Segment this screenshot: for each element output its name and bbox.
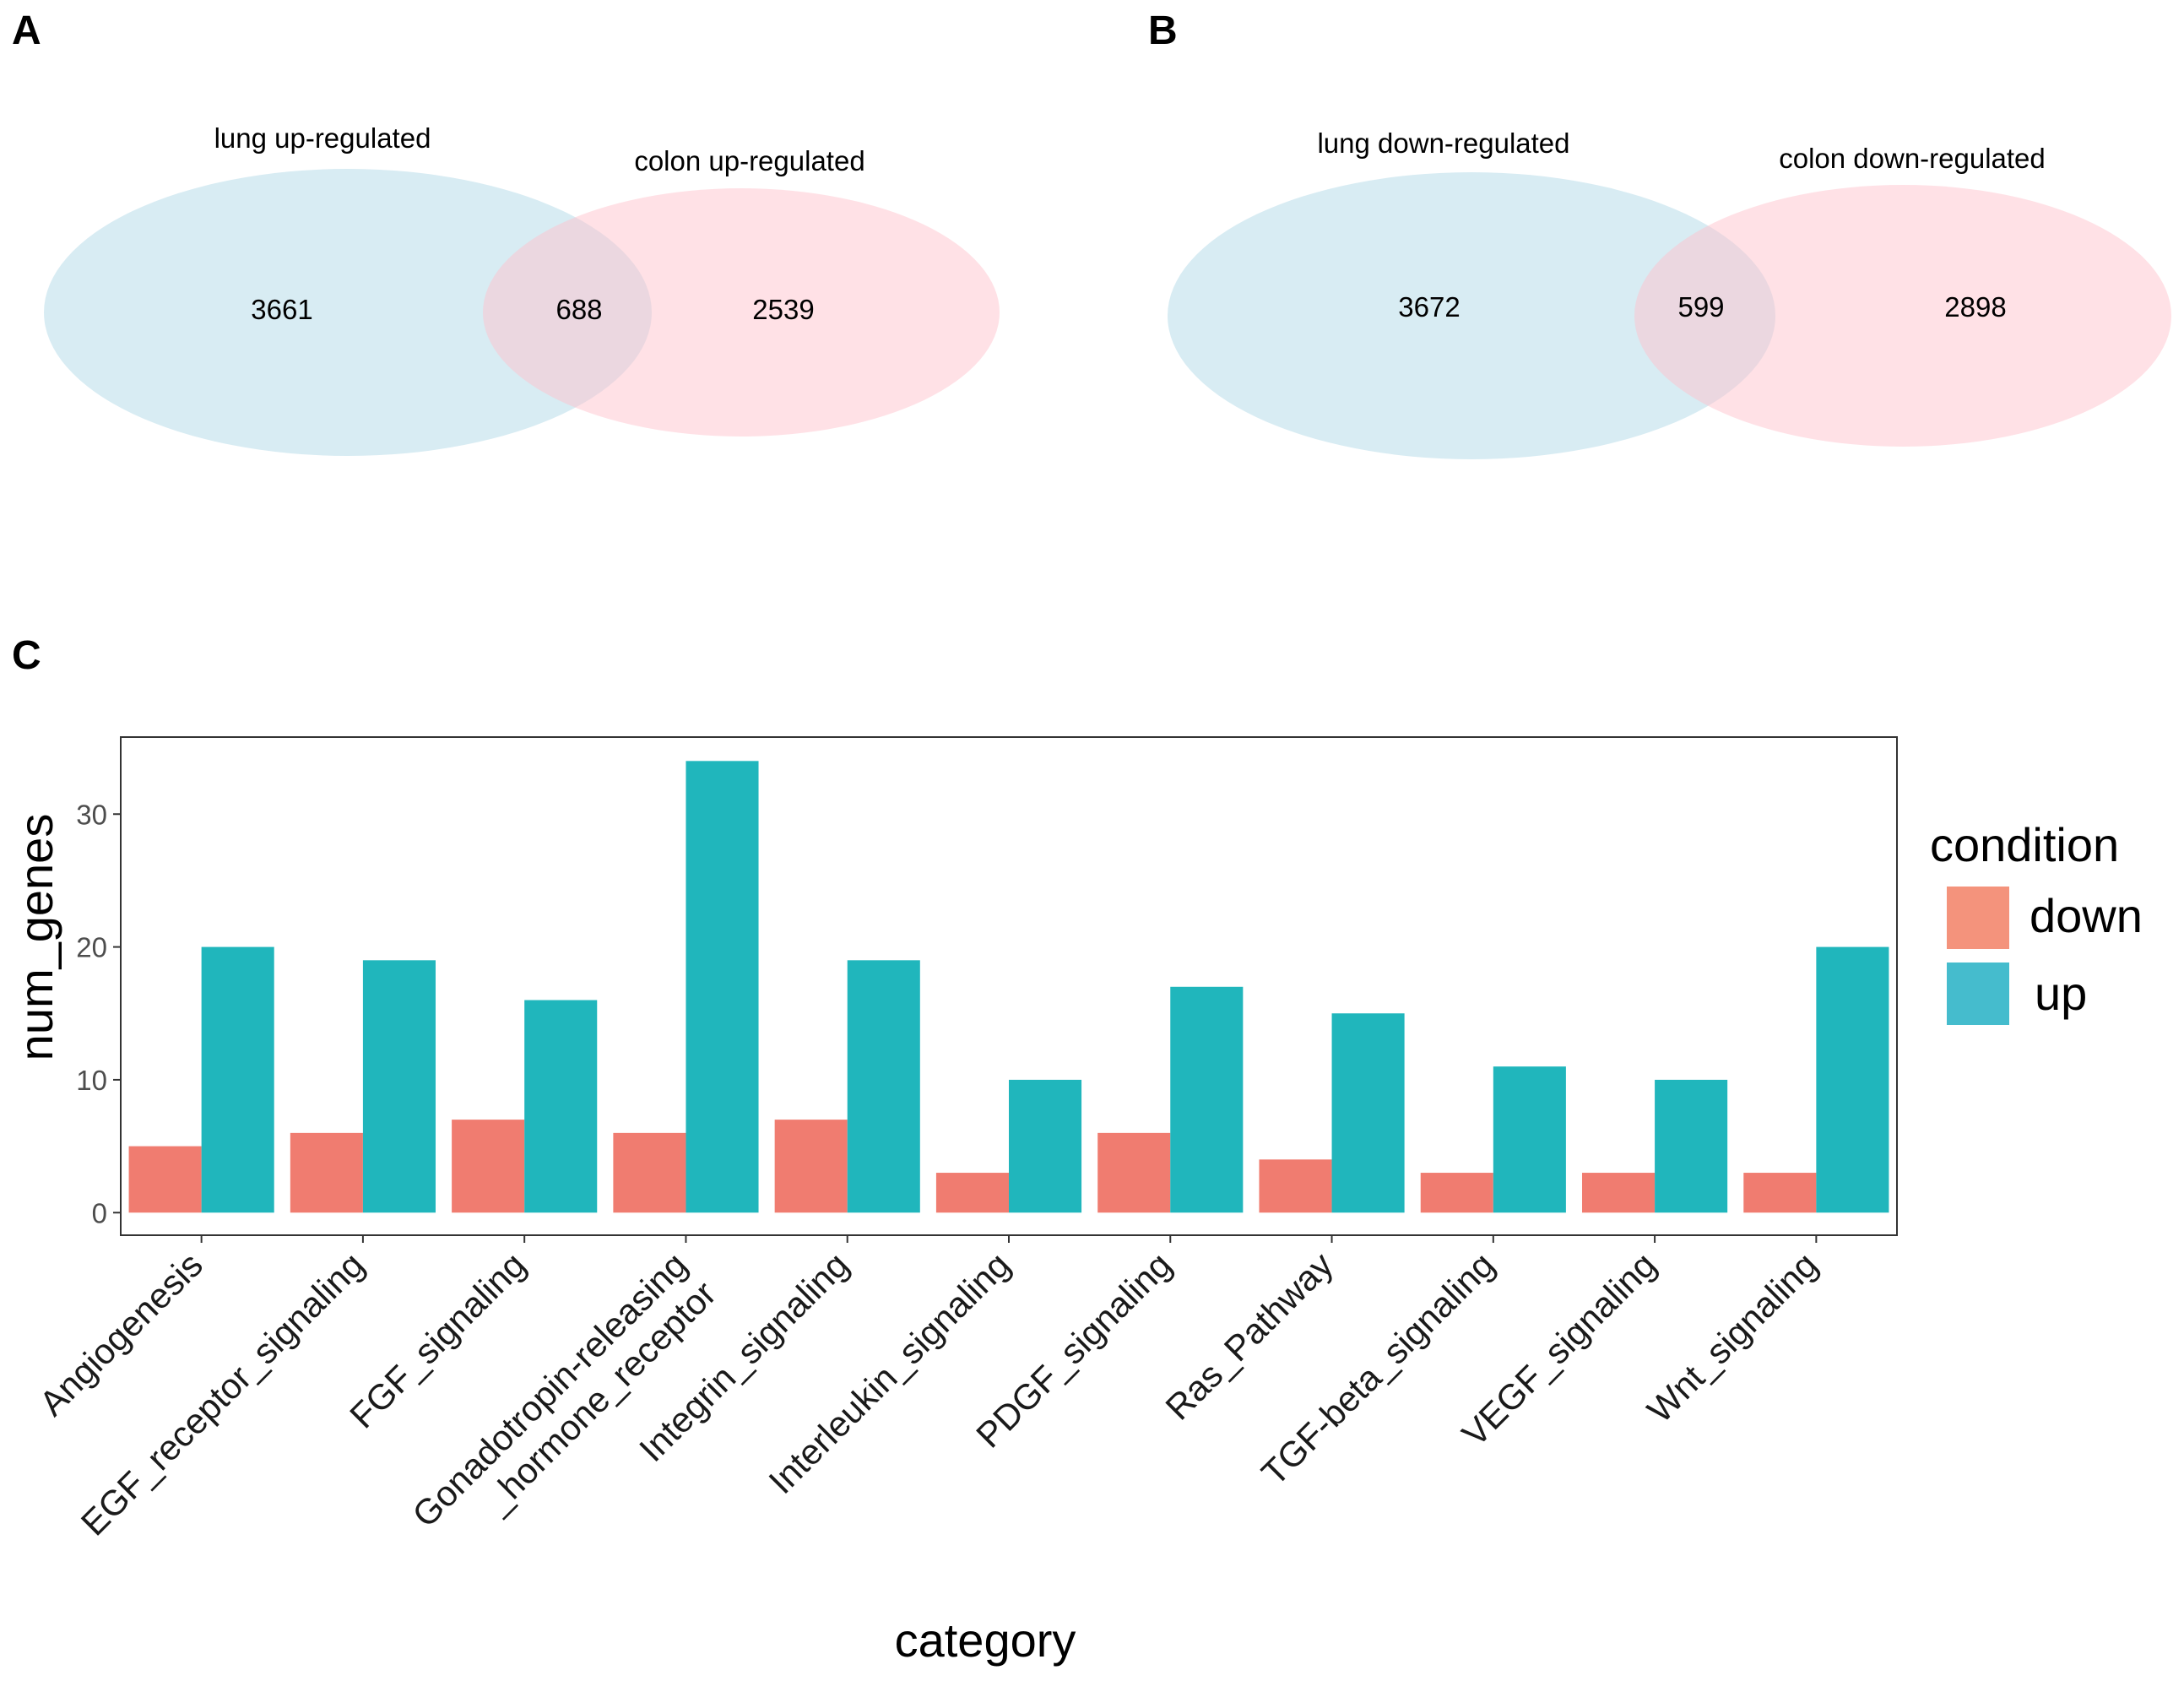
- y-tick-label: 20: [76, 932, 107, 963]
- x-tick-label: Ras_Pathway: [1157, 1244, 1340, 1427]
- panel-label-c: C: [12, 633, 41, 678]
- bar-down-7: [1259, 1159, 1332, 1213]
- x-tick-label: Angiogenesis: [31, 1244, 210, 1423]
- bar-up-2: [524, 1000, 598, 1213]
- panel-label-a: A: [12, 8, 41, 53]
- bar-down-3: [613, 1132, 686, 1213]
- venn-b-right-label: colon down-regulated: [1779, 143, 2046, 174]
- bar-up-8: [1493, 1066, 1566, 1213]
- venn-b-right-count: 2898: [1944, 291, 2006, 323]
- legend: condition down up: [1930, 818, 2143, 1025]
- legend-swatch-down: [1947, 887, 2009, 949]
- y-tick-label: 30: [76, 799, 107, 830]
- venn-diagram-b: lung down-regulated colon down-regulated…: [1168, 127, 2171, 459]
- bar-down-1: [290, 1132, 363, 1213]
- venn-a-overlap-count: 688: [555, 294, 602, 325]
- bar-down-0: [128, 1146, 202, 1213]
- venn-a-right-set: [483, 188, 1000, 437]
- bar-up-9: [1655, 1079, 1728, 1213]
- venn-b-left-set: [1168, 172, 1775, 459]
- bar-up-5: [1009, 1079, 1082, 1213]
- legend-title: condition: [1930, 818, 2119, 871]
- bar-up-10: [1816, 946, 1889, 1213]
- bar-down-6: [1097, 1132, 1171, 1213]
- bar-up-6: [1170, 986, 1244, 1213]
- x-tick-label: EGF_receptor_signaling: [73, 1244, 371, 1543]
- bar-up-7: [1331, 1013, 1405, 1213]
- bars: [128, 761, 1889, 1213]
- legend-label-up: up: [2035, 967, 2087, 1020]
- venn-a-left-label: lung up-regulated: [214, 122, 431, 154]
- bar-up-1: [362, 960, 436, 1213]
- y-axis-title: num_genes: [9, 814, 62, 1061]
- venn-a-right-label: colon up-regulated: [634, 145, 864, 176]
- bar-down-10: [1743, 1173, 1817, 1213]
- venn-a-left-count: 3661: [251, 294, 312, 325]
- venn-diagram-a: lung up-regulated colon up-regulated 366…: [44, 122, 1000, 456]
- bar-down-5: [935, 1173, 1009, 1213]
- legend-swatch-up: [1947, 963, 2009, 1025]
- bar-chart: 0 10 20 30 AngiogenesisEGF_receptor_signali…: [9, 736, 1898, 1667]
- x-axis-title: category: [895, 1613, 1076, 1667]
- y-axis: 0 10 20 30: [76, 799, 121, 1228]
- x-axis: AngiogenesisEGF_receptor_signalingFGF_si…: [31, 1235, 1825, 1543]
- venn-b-left-label: lung down-regulated: [1317, 127, 1569, 159]
- panel-label-b: B: [1148, 8, 1178, 53]
- x-tick-label: Wnt_signaling: [1639, 1244, 1825, 1430]
- venn-b-right-set: [1634, 185, 2171, 447]
- y-tick-label: 10: [76, 1065, 107, 1096]
- bar-down-9: [1582, 1173, 1656, 1213]
- bar-down-8: [1420, 1173, 1493, 1213]
- venn-a-right-count: 2539: [752, 294, 814, 325]
- bar-up-3: [686, 761, 759, 1213]
- y-tick-label: 0: [92, 1197, 107, 1228]
- bar-up-0: [201, 946, 274, 1213]
- venn-b-overlap-count: 599: [1677, 291, 1724, 323]
- venn-a-left-set: [44, 169, 652, 456]
- legend-label-down: down: [2030, 889, 2143, 942]
- bar-down-4: [774, 1120, 848, 1213]
- bar-up-4: [847, 960, 920, 1213]
- bar-down-2: [452, 1120, 525, 1213]
- venn-b-left-count: 3672: [1398, 291, 1460, 323]
